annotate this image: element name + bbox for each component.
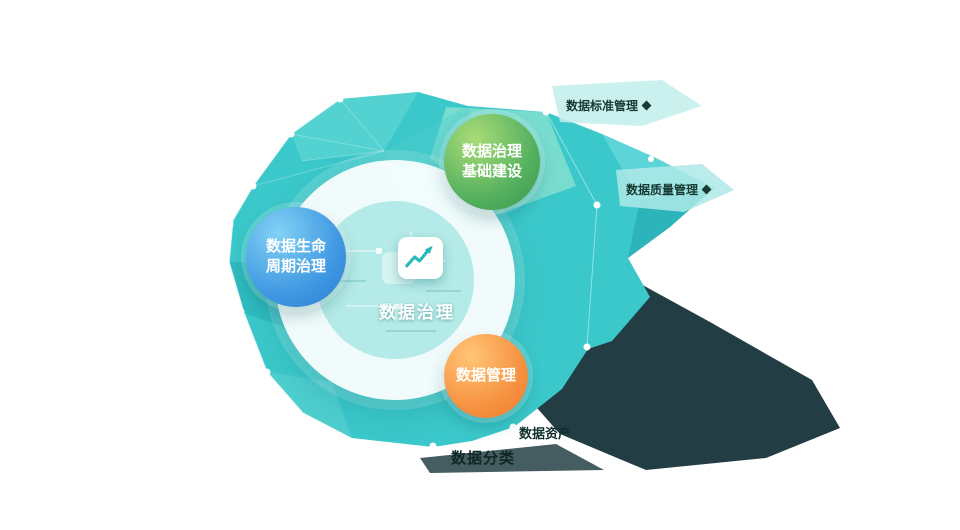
center-title: 数据治理 (379, 303, 455, 322)
node-data-lifecycle: 数据生命 周期治理 (246, 207, 346, 307)
line-chart-icon (398, 237, 443, 279)
node-label-line: 数据治理 (461, 142, 522, 160)
tag-label: 数据分类 (451, 450, 516, 467)
node-data-management: 数据管理 (444, 334, 528, 418)
node-label-line: 基础建设 (461, 163, 522, 180)
diamond-icon (641, 100, 652, 111)
tag-data-quality: 数据质量管理 (626, 181, 712, 198)
tag-label: 数据质量管理 (626, 183, 699, 197)
vertex-dots (226, 95, 654, 450)
tag-data-standard: 数据标准管理 (566, 97, 652, 114)
node-label-line: 数据管理 (455, 366, 516, 384)
node-label-line: 数据生命 (265, 237, 326, 255)
tag-data-classification: 数据分类 (451, 447, 515, 468)
node-governance-foundation: 数据治理 基础建设 (444, 114, 540, 210)
diamond-icon (701, 184, 712, 195)
tag-data-asset: 数据资产 (519, 423, 571, 442)
node-label-line: 周期治理 (265, 258, 326, 275)
ring-inner-disc (316, 201, 474, 359)
line-chart-glyph (405, 245, 433, 268)
tag-label: 数据标准管理 (566, 99, 639, 113)
tag-label: 数据资产 (519, 426, 572, 441)
